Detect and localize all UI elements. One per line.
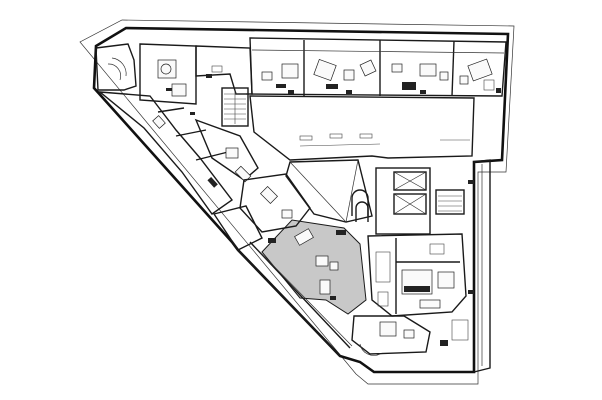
right-exterior bbox=[468, 159, 491, 373]
southeast-apartment bbox=[367, 233, 467, 317]
diagonal-wing bbox=[97, 91, 259, 215]
building-outline bbox=[92, 26, 510, 374]
bottom-lounge bbox=[351, 315, 469, 356]
highlighted-room-furniture bbox=[294, 228, 346, 295]
site-boundary bbox=[79, 19, 515, 385]
left-stair-core bbox=[221, 87, 249, 127]
highlighted-room bbox=[261, 219, 367, 315]
northwest-suite bbox=[95, 43, 253, 105]
central-hall bbox=[249, 95, 475, 161]
arched-niches bbox=[351, 189, 369, 222]
diagonal-corridor bbox=[237, 241, 353, 357]
top-bedroom-row bbox=[249, 37, 507, 97]
fixtures bbox=[166, 74, 501, 300]
right-core bbox=[375, 167, 465, 235]
central-lobby-triangle bbox=[285, 159, 373, 223]
